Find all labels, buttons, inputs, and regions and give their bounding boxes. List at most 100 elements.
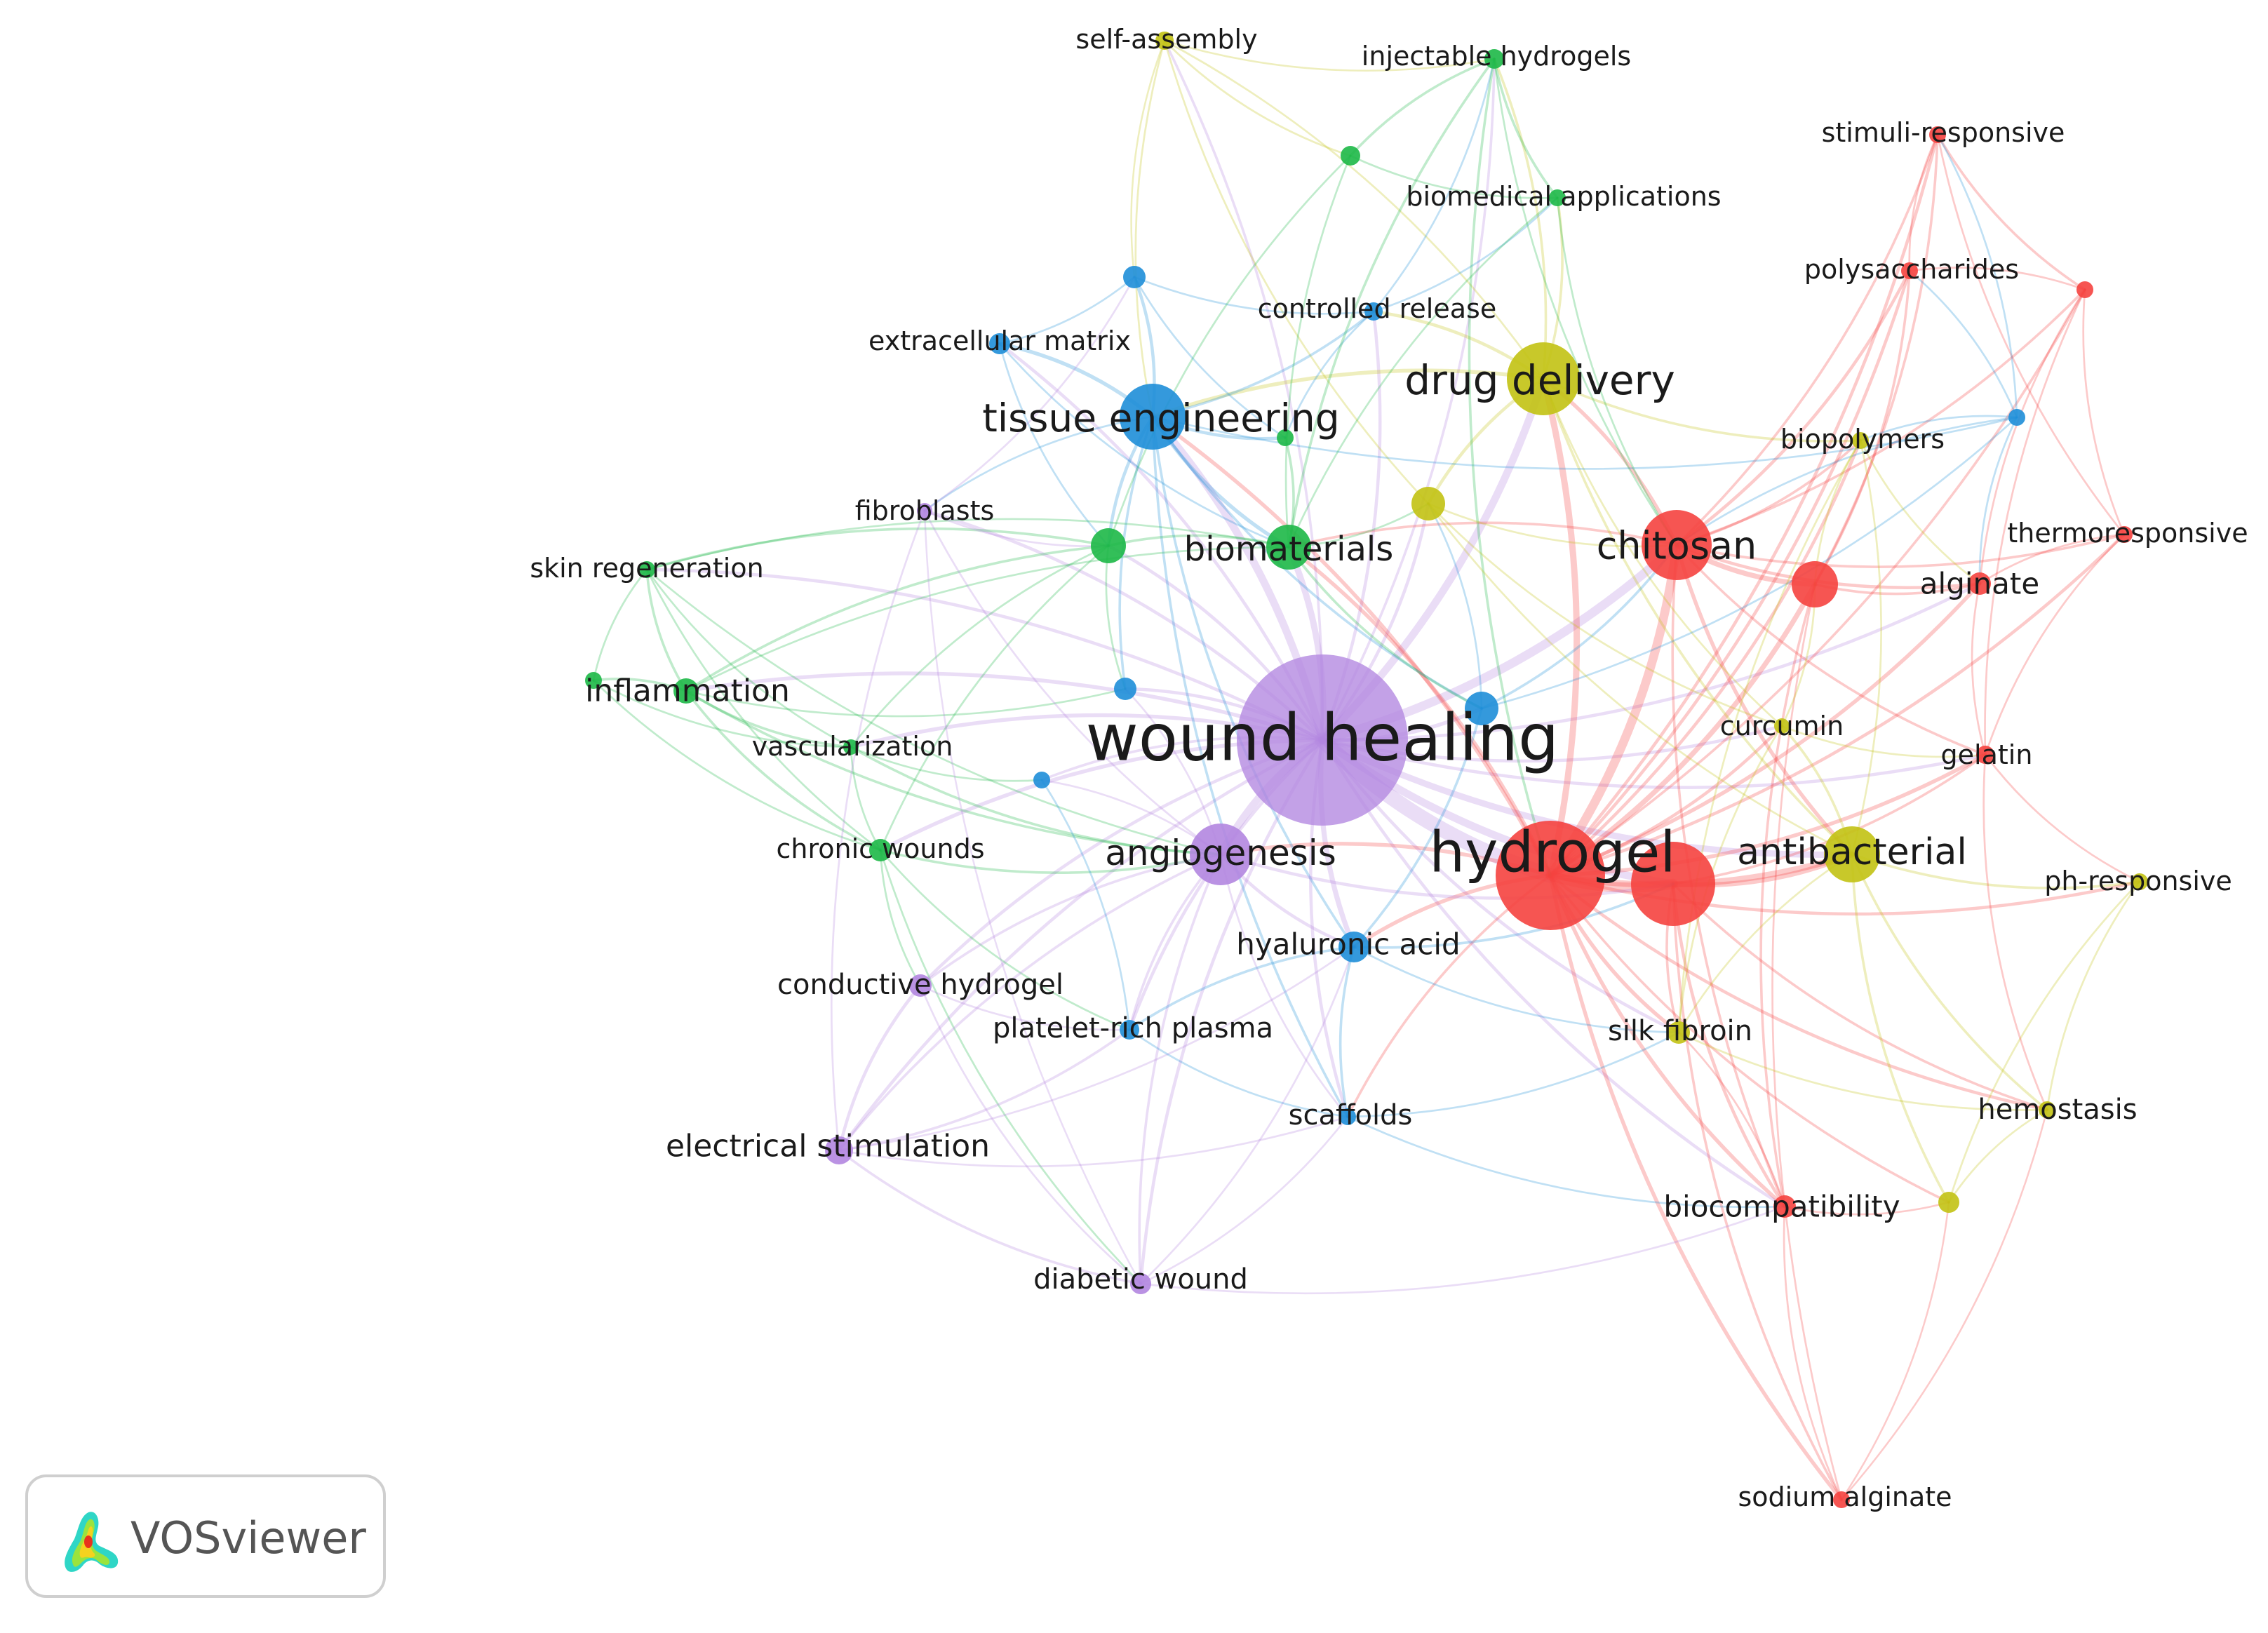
- edge-vascularization-blue-node-d: [850, 746, 1043, 782]
- edge-stimuli-responsive-polysaccharides: [1908, 133, 1939, 272]
- label-biopolymers: biopolymers: [1780, 424, 1945, 455]
- edge-blue-node-e-biopolymers: [1859, 415, 2018, 442]
- edge-electrical-stimulation-hyaluronic-acid: [838, 946, 1355, 1152]
- edge-biocompatibility-sodium-alginate: [1783, 1205, 1843, 1501]
- node-platelet-rich-plasma[interactable]: [1120, 1020, 1139, 1040]
- label-curcumin: curcumin: [1720, 711, 1844, 741]
- node-biopolymers[interactable]: [1852, 432, 1869, 449]
- node-fibroblasts[interactable]: [917, 503, 932, 518]
- label-extracellular-matrix: extracellular matrix: [868, 325, 1131, 356]
- node-sodium-alginate[interactable]: [1833, 1491, 1850, 1508]
- node-controlled-release[interactable]: [1364, 302, 1383, 321]
- edge-chitosan-biomaterials: [1287, 521, 1678, 549]
- edge-antibacterial-silk-fibroin: [1677, 853, 1853, 1034]
- node-yellow-node-a[interactable]: [1411, 487, 1445, 520]
- edge-hydrogel-sodium-alginate: [1548, 873, 1844, 1502]
- edge-chitosan-red-node-c: [1675, 288, 2086, 546]
- node-yellow-node-b[interactable]: [1938, 1192, 1959, 1213]
- node-red-node-b[interactable]: [1792, 561, 1838, 607]
- edge-green-node-b-chronic-wounds: [879, 544, 1110, 852]
- node-gelatin[interactable]: [1976, 746, 1994, 764]
- node-green-node-c[interactable]: [1277, 429, 1294, 446]
- node-angiogenesis[interactable]: [1190, 824, 1252, 885]
- node-chitosan[interactable]: [1642, 510, 1712, 580]
- edge-green-node-b-inflammation: [685, 544, 1110, 692]
- edge-angiogenesis-red-node-a: [1219, 852, 1675, 900]
- node-blue-node-e[interactable]: [2008, 409, 2025, 426]
- node-curcumin[interactable]: [1774, 718, 1790, 734]
- edge-self-assembly-green-node-a: [1163, 39, 1352, 157]
- label-self-assembly: self-assembly: [1075, 24, 1257, 55]
- edge-angiogenesis-electrical-stimulation: [838, 853, 1222, 1152]
- node-red-node-a[interactable]: [1631, 842, 1715, 926]
- node-silk-fibroin[interactable]: [1668, 1021, 1690, 1044]
- node-blue-node-c[interactable]: [1465, 692, 1498, 725]
- label-chitosan: chitosan: [1597, 524, 1757, 568]
- edge-yellow-node-a-curcumin: [1427, 502, 1783, 727]
- node-alginate[interactable]: [1968, 572, 1991, 595]
- edge-extracellular-matrix-biomaterials: [998, 342, 1290, 549]
- node-blue-node-d[interactable]: [1033, 772, 1050, 788]
- label-injectable-hydrogels: injectable hydrogels: [1362, 41, 1631, 72]
- edge-hydrogel-red-node-c: [1549, 288, 2086, 877]
- node-blue-node-b[interactable]: [1114, 678, 1136, 700]
- node-injectable-hydrogels[interactable]: [1484, 49, 1504, 69]
- edge-extracellular-matrix-green-node-b: [998, 342, 1110, 547]
- edge-controlled-release-biomedical-applications: [1372, 196, 1559, 313]
- edge-stimuli-responsive-thermoresponsive: [1936, 133, 2126, 536]
- edge-hydrogel-stimuli-responsive: [1548, 133, 1940, 878]
- edge-angiogenesis-scaffolds: [1219, 853, 1349, 1118]
- node-green-node-a[interactable]: [1341, 146, 1360, 166]
- node-conductive-hydrogel[interactable]: [909, 974, 932, 997]
- node-hemostasis[interactable]: [2039, 1101, 2055, 1118]
- edge-self-assembly-tissue-engineering: [1134, 39, 1166, 418]
- node-electrical-stimulation[interactable]: [825, 1136, 853, 1164]
- node-biomedical-applications[interactable]: [1549, 189, 1566, 206]
- edge-tissue-engineering-scaffolds: [1151, 415, 1349, 1118]
- node-hyaluronic-acid[interactable]: [1338, 932, 1369, 962]
- node-hydrogel[interactable]: [1496, 821, 1605, 930]
- node-tissue-engineering[interactable]: [1120, 384, 1186, 450]
- edge-antibacterial-biopolymers: [1851, 439, 1882, 856]
- node-antibacterial[interactable]: [1824, 826, 1880, 882]
- node-diabetic-wound[interactable]: [1130, 1273, 1151, 1294]
- edge-tissue-engineering-fibroblasts: [923, 415, 1154, 512]
- edge-skin-regeneration-angiogenesis: [645, 568, 1222, 856]
- node-green-node-d[interactable]: [585, 672, 602, 689]
- node-ph-responsive[interactable]: [2131, 873, 2148, 890]
- node-chronic-wounds[interactable]: [869, 839, 892, 861]
- edge-fibroblasts-electrical-stimulation: [830, 509, 926, 1152]
- vosviewer-badge-label: VOSviewer: [130, 1512, 366, 1564]
- node-polysaccharides[interactable]: [1901, 262, 1918, 279]
- label-drug-delivery: drug delivery: [1404, 356, 1675, 404]
- edge-skin-regeneration-inflammation: [645, 568, 687, 692]
- edge-ph-responsive-yellow-node-b: [1947, 880, 2141, 1204]
- node-biocompatibility[interactable]: [1773, 1195, 1796, 1218]
- node-red-node-c[interactable]: [2076, 281, 2093, 298]
- node-self-assembly[interactable]: [1155, 32, 1174, 50]
- node-biomaterials[interactable]: [1266, 525, 1311, 570]
- node-scaffolds[interactable]: [1339, 1108, 1356, 1125]
- edge-hydrogel-hemostasis: [1548, 873, 2049, 1112]
- node-green-node-b[interactable]: [1091, 528, 1126, 563]
- node-extracellular-matrix[interactable]: [989, 333, 1010, 354]
- label-biomaterials: biomaterials: [1184, 530, 1394, 569]
- edge-blue-node-e-chitosan: [1675, 416, 2018, 546]
- label-chronic-wounds: chronic wounds: [776, 833, 984, 864]
- label-scaffolds: scaffolds: [1289, 1099, 1413, 1131]
- edge-hydrogel-alginate: [1548, 582, 1982, 878]
- node-skin-regeneration[interactable]: [638, 561, 655, 578]
- node-vascularization[interactable]: [843, 739, 859, 755]
- node-inflammation[interactable]: [673, 678, 699, 704]
- node-thermoresponsive[interactable]: [2116, 526, 2133, 543]
- label-gelatin: gelatin: [1941, 739, 2033, 770]
- node-blue-node-a[interactable]: [1123, 266, 1146, 288]
- node-drug-delivery[interactable]: [1507, 342, 1580, 415]
- edge-red-node-b-biocompatibility: [1759, 583, 1816, 1208]
- edge-gelatin-ph-responsive: [1984, 753, 2141, 883]
- edge-green-node-a-green-node-b: [1107, 154, 1352, 547]
- node-stimuli-responsive[interactable]: [1929, 126, 1946, 143]
- edge-diabetic-wound-scaffolds: [1139, 1115, 1349, 1285]
- edge-red-node-c-alginate: [1978, 288, 2086, 585]
- node-wound-healing[interactable]: [1237, 654, 1408, 826]
